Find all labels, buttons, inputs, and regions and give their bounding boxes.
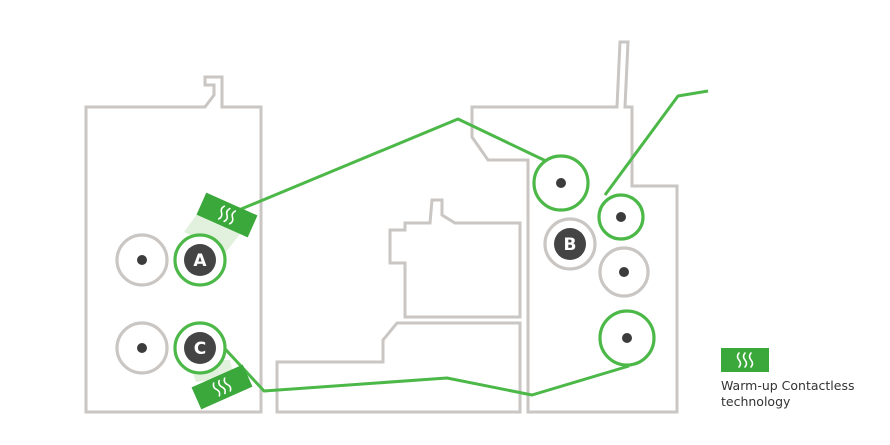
roll-c-core	[184, 332, 216, 364]
roll-center-dot	[616, 212, 626, 222]
roll-center-dot	[619, 267, 629, 277]
roll-center-dot	[137, 343, 147, 353]
roll-center-dot	[622, 333, 632, 343]
center-upper-block	[388, 198, 522, 319]
web-upper-run	[233, 117, 547, 214]
roll-a-label: A	[193, 251, 207, 271]
right-unit-frame	[470, 40, 679, 414]
web-lower-run	[201, 323, 630, 397]
legend-label: Warm-up Contactless technology	[721, 378, 855, 409]
roll-a-core	[184, 244, 216, 276]
web-outfeed-run	[603, 89, 709, 196]
heater-units	[191, 192, 258, 410]
left-unit-frame	[84, 75, 263, 414]
roll-c-label: C	[194, 339, 206, 359]
heat-waves-icon	[217, 205, 237, 225]
roll-b-label: B	[564, 235, 577, 255]
roll-center-dot	[137, 255, 147, 265]
heat-waves-icon	[736, 352, 754, 368]
roll-center-dot	[556, 178, 566, 188]
roll-b-core	[554, 228, 586, 260]
legend-swatch	[721, 348, 769, 372]
heat-waves-icon	[212, 377, 232, 397]
heater-a	[196, 192, 258, 238]
machine-frames	[84, 40, 679, 414]
roll-labels: A B C	[193, 235, 576, 359]
heater-c	[191, 364, 253, 410]
rolls	[115, 154, 656, 375]
center-lower-block	[275, 321, 522, 414]
heater-a-glow	[184, 214, 240, 252]
